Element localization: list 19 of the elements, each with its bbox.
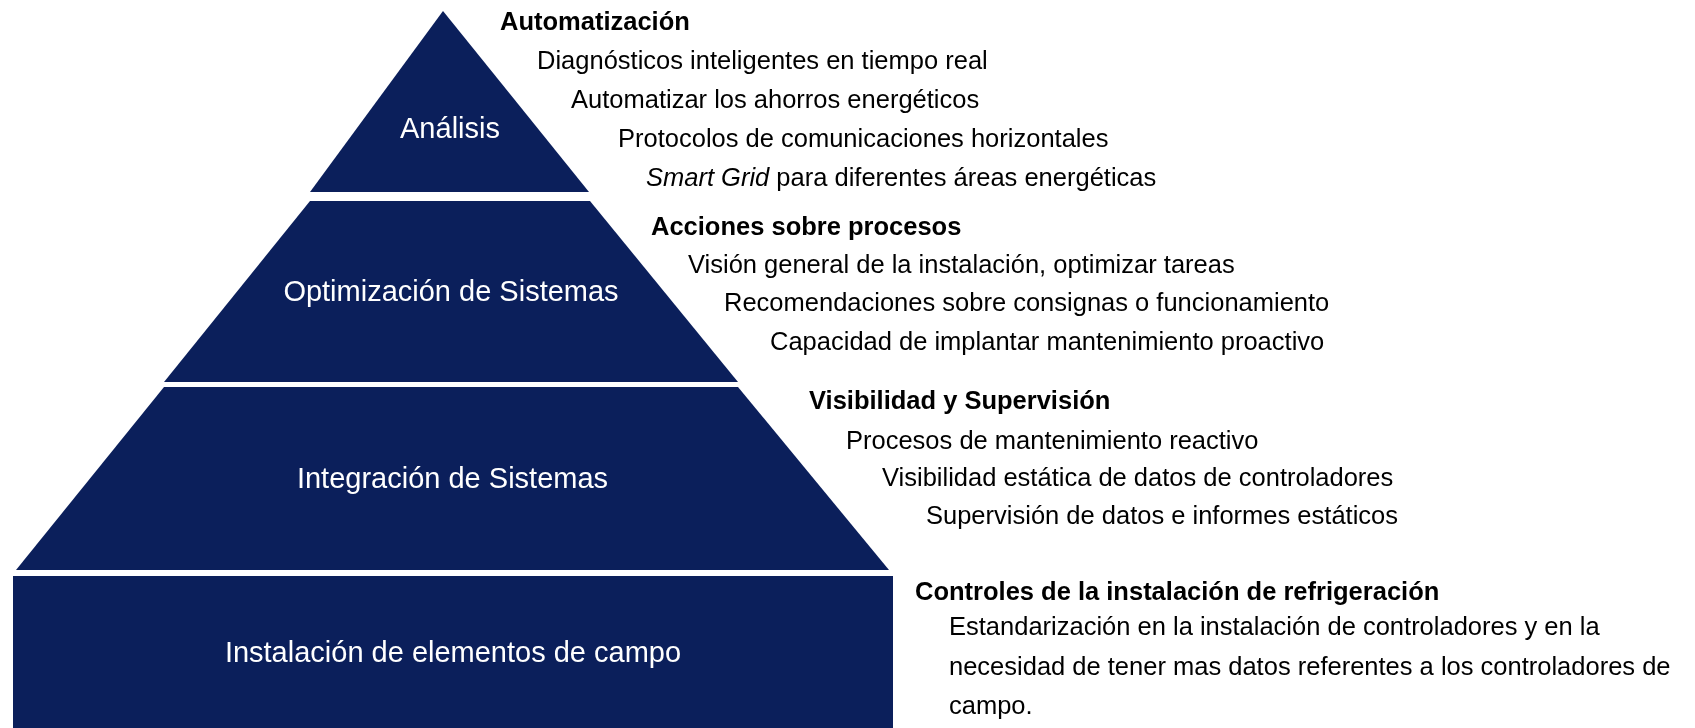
section-heading: Controles de la instalación de refrigeración [915,576,1440,607]
description-text: Protocolos de comunicaciones horizontales [618,123,1109,154]
description-text: Capacidad de implantar mantenimiento proactivo [770,326,1325,357]
tier-label: Optimización de Sistemas [282,273,620,309]
description-text: Diagnósticos inteligentes en tiempo real [537,45,988,76]
description-text: Visibilidad estática de datos de controladores [882,462,1394,493]
description-text: Recomendaciones sobre consignas o funcionamiento [724,287,1330,318]
section-heading: Visibilidad y Supervisión [809,385,1111,416]
tier-label: Integración de Sistemas [295,460,610,496]
description-text: Visión general de la instalación, optimizar tareas [688,249,1235,280]
section-heading: Acciones sobre procesos [651,211,962,242]
tier-label: Instalación de elementos de campo [223,634,683,670]
description-text: Procesos de mantenimiento reactivo [846,425,1259,456]
description-text: Supervisión de datos e informes estáticos [926,500,1398,531]
description-text: Smart Grid para diferentes áreas energéticas [646,162,1157,193]
description-text: Automatizar los ahorros energéticos [571,84,980,115]
tier-label: Análisis [399,110,501,146]
description-text: Estandarización en la instalación de controladores y en la necesidad de tener mas datos referentes a los controladores de campo. [949,611,1672,722]
section-heading: Automatización [500,6,690,37]
